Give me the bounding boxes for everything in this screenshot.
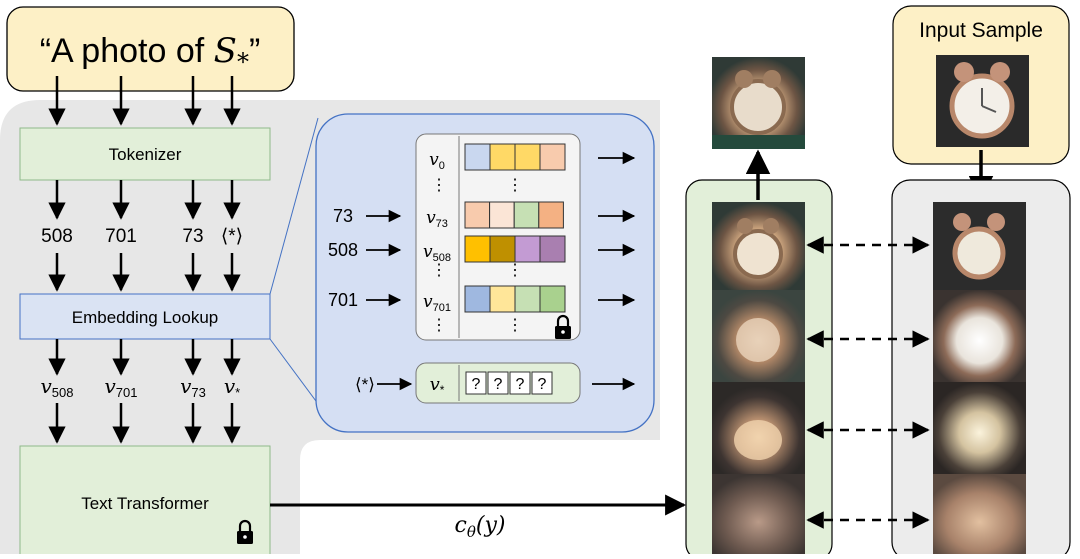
new-token-input: ⟨*⟩ bbox=[355, 375, 375, 394]
token-id: 701 bbox=[105, 226, 137, 247]
row-vector-label: v508 bbox=[423, 242, 451, 264]
embedding-cell bbox=[514, 285, 541, 313]
tokenizer-arrows bbox=[48, 180, 241, 220]
embedding-cell bbox=[539, 143, 566, 171]
generated-step-4 bbox=[712, 474, 805, 554]
new-token-vector: v* bbox=[430, 374, 445, 397]
ellipsis: ⋮ bbox=[507, 177, 523, 194]
noised-sample-3 bbox=[933, 382, 1026, 474]
embedding-vector: v* bbox=[224, 374, 240, 400]
unknown-cell-label: ? bbox=[516, 376, 525, 393]
lookup-row: v508 508 bbox=[328, 235, 636, 264]
lookup-arrows bbox=[48, 339, 241, 376]
prompt-arrows bbox=[48, 76, 241, 126]
unknown-cell-label: ? bbox=[494, 376, 503, 393]
ellipsis: ⋮ bbox=[507, 262, 523, 279]
embedding-cell bbox=[514, 235, 541, 263]
ellipsis: ⋮ bbox=[431, 317, 447, 334]
embedding-cell bbox=[464, 201, 491, 229]
row-vector-label: v0 bbox=[429, 150, 445, 172]
embedding-vector: v701 bbox=[104, 374, 137, 400]
lookup-rows: v0 v73 73 v508 508 v701 701 ⋮ ⋮ ⋮ ⋮ ⋮ ⋮ bbox=[328, 143, 636, 334]
embedding-cell bbox=[489, 201, 515, 229]
generated-step-3 bbox=[712, 382, 805, 474]
embedding-cell bbox=[539, 285, 566, 313]
noised-sample-2 bbox=[933, 290, 1026, 382]
vector-arrows bbox=[48, 403, 241, 444]
unknown-cell-label: ? bbox=[472, 376, 481, 393]
embedding-cell bbox=[464, 235, 491, 263]
unknown-cell bbox=[465, 371, 487, 395]
embedding-vector: v508 bbox=[40, 374, 73, 400]
lock-icon bbox=[555, 314, 571, 339]
noised-sample-4 bbox=[933, 474, 1026, 554]
token-ids: 508 701 73 ⟨*⟩ bbox=[41, 226, 243, 247]
lookup-row: v73 73 bbox=[333, 201, 636, 230]
embedding-cell bbox=[513, 201, 540, 229]
unknown-cell-label: ? bbox=[538, 376, 547, 393]
ellipsis: ⋮ bbox=[431, 262, 447, 279]
unknown-cell bbox=[487, 371, 509, 395]
text-transformer-label: Text Transformer bbox=[81, 494, 209, 513]
embedding-cell bbox=[464, 285, 491, 313]
input-sample-photo bbox=[936, 55, 1029, 147]
prompt-box bbox=[6, 6, 295, 92]
embedding-cell bbox=[464, 143, 491, 171]
embedding-vector: v73 bbox=[180, 374, 206, 400]
embedding-lookup-label: Embedding Lookup bbox=[72, 308, 219, 327]
tokenizer-label: Tokenizer bbox=[109, 145, 182, 164]
embedding-cell bbox=[538, 201, 564, 229]
noised-sample-1 bbox=[933, 202, 1026, 290]
comparison-arrows bbox=[806, 236, 930, 529]
lookup-row: v701 701 bbox=[328, 285, 636, 314]
embedding-vectors: v508 v701 v73 v* bbox=[40, 374, 240, 400]
token-id: 508 bbox=[41, 226, 73, 247]
embedding-cell bbox=[489, 285, 516, 313]
embedding-cell bbox=[489, 235, 516, 263]
token-id: ⟨*⟩ bbox=[221, 226, 243, 247]
lock-icon bbox=[237, 519, 253, 544]
conditioning-label: cθ(y) bbox=[455, 513, 506, 541]
token-arrows bbox=[48, 253, 241, 292]
embedding-cell bbox=[514, 143, 541, 171]
generated-output-photo bbox=[712, 57, 805, 149]
row-input-id: 508 bbox=[328, 240, 358, 260]
prompt-text: “A photo of S*” bbox=[40, 31, 261, 76]
text-transformer-box bbox=[19, 445, 271, 559]
ellipsis: ⋮ bbox=[507, 317, 523, 334]
generated-step-1 bbox=[712, 202, 805, 290]
embedding-cell bbox=[489, 143, 516, 171]
new-token-cells: ???? bbox=[465, 371, 553, 395]
token-id: 73 bbox=[182, 226, 203, 247]
row-input-id: 701 bbox=[328, 290, 358, 310]
embedding-lookup-box bbox=[19, 293, 271, 340]
unknown-cell bbox=[531, 371, 553, 395]
embedding-cell bbox=[539, 235, 566, 263]
ellipsis: ⋮ bbox=[431, 177, 447, 194]
row-vector-label: v73 bbox=[426, 208, 448, 230]
input-sample-label: Input Sample bbox=[919, 19, 1043, 42]
row-vector-label: v701 bbox=[423, 292, 451, 314]
generated-step-2 bbox=[712, 290, 805, 382]
row-input-id: 73 bbox=[333, 206, 353, 226]
tokenizer-box bbox=[19, 127, 271, 181]
unknown-cell bbox=[509, 371, 531, 395]
lookup-row: v0 bbox=[429, 143, 636, 172]
